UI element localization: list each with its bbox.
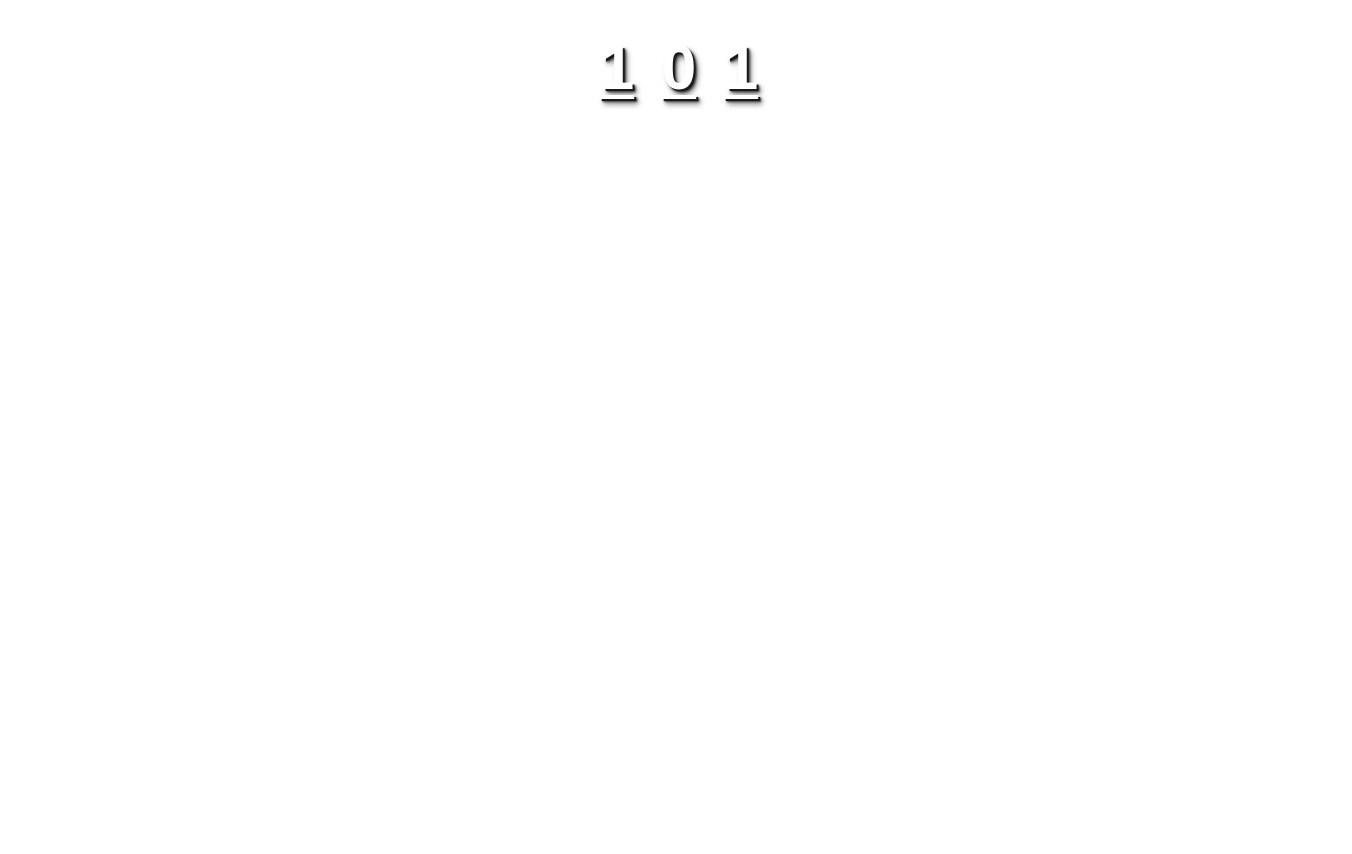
digit-row: 1 0 1 [0,36,1352,102]
digit-link-2[interactable]: 0 [661,34,697,103]
digit-link-3[interactable]: 1 [723,34,759,103]
digit-link-1[interactable]: 1 [599,34,635,103]
